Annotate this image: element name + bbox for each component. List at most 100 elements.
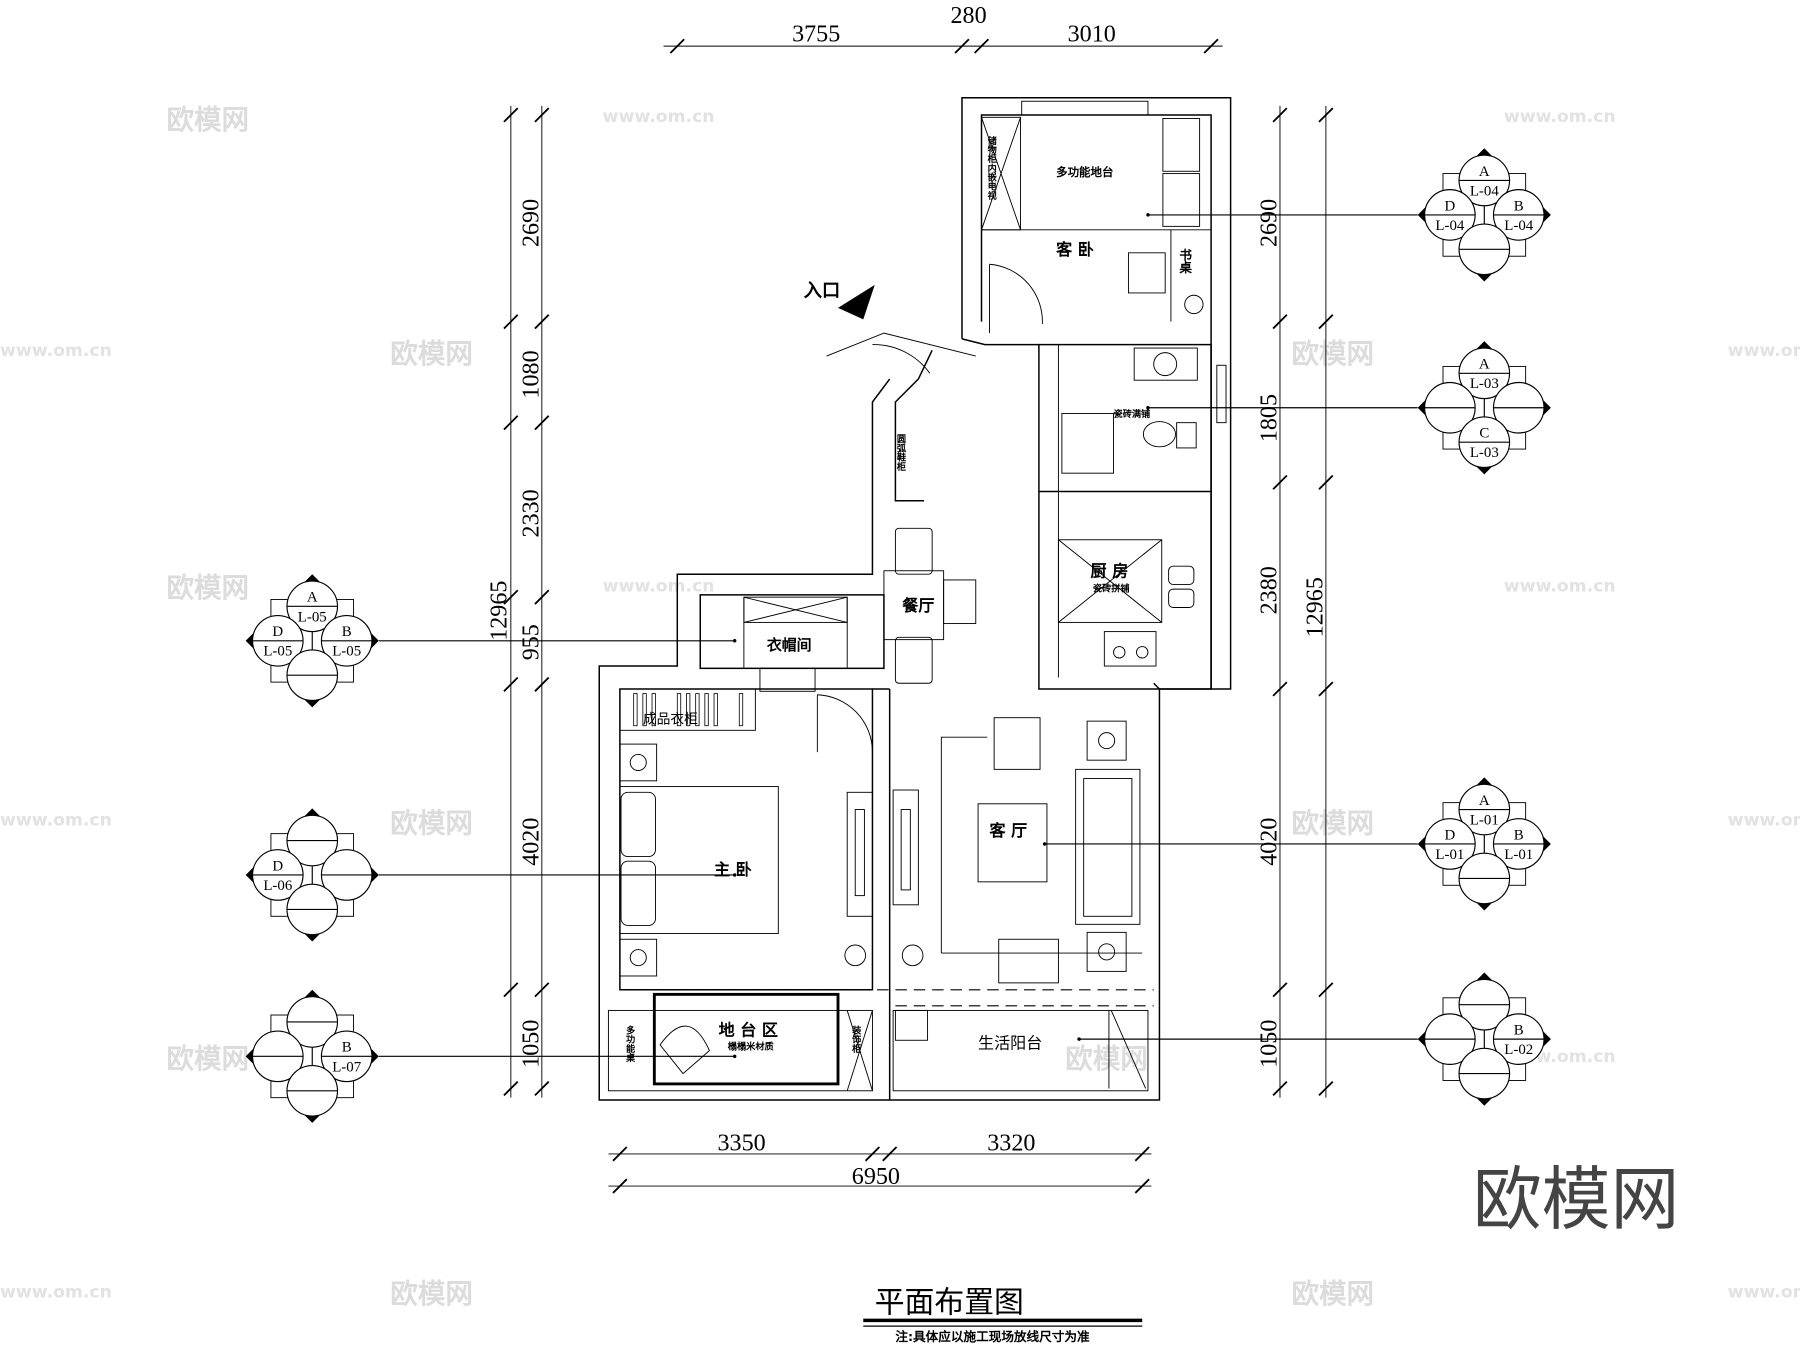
watermark-url: www.om.cn [603,107,715,127]
dim-tick [973,38,990,54]
entrance-label: 入口 [804,280,841,301]
quadrant-sheet: L-04 [1504,218,1534,234]
entrance-arrow-icon [838,284,875,320]
dim-bottom-1: 3350 [717,1130,765,1156]
quadrant-letter: A [307,590,318,606]
dim-tick [1318,982,1334,998]
quadrant-sheet: L-04 [1435,218,1465,234]
dim-tick [534,589,550,605]
quadrant-sheet: L-02 [1504,1042,1533,1058]
watermark: 欧模网 [166,1043,249,1075]
watermark: 欧模网 [166,572,249,604]
kitchen-floor-label: 瓷砖拼铺 [1093,582,1130,594]
leader-dot [1042,842,1047,846]
index-symbol-L-07: BL-07 [245,989,737,1123]
tatami-material-label: 榻榻米材质 [728,1040,774,1052]
watermark-url: www.om.cn [0,341,112,361]
dim-tick [503,107,519,123]
balcony-label: 生活阳台 [978,1033,1042,1052]
tv-cabinet-label: 储物柜内嵌电视 [985,135,998,201]
dim-tick [1272,681,1288,697]
dim-right-5: 1050 [1257,1020,1283,1068]
dim-tick [954,38,970,54]
dim-tick [503,676,519,692]
dim-tick [534,314,550,330]
hanger [704,693,709,727]
watermark-url: www.om.cn [1504,576,1616,596]
hanger [676,693,682,727]
room-labels: 入口 多功能地台 客 卧 书桌 储物柜内嵌电视 瓷砖满铺 厨 房 瓷砖拼铺 圆弧… [624,135,1193,1063]
dimension-lines: 3755 280 3010 2690 1080 2330 955 4020 10… [486,3,1334,1194]
quadrant-letter: B [1514,827,1524,843]
dim-right-2: 1805 [1257,394,1283,442]
watermark-url: www.om.cn [0,811,112,831]
master-bedroom-label: 主 卧 [714,860,752,879]
dim-tick [1318,107,1334,123]
watermark: 欧模网 [1291,807,1374,839]
dim-left-6: 1050 [518,1020,544,1068]
multi-table-label: 多功能桌 [624,1024,637,1063]
dim-right-total: 12965 [1302,577,1328,637]
dim-tick [534,1080,550,1097]
dim-tick [503,314,519,330]
guest-bedroom-label: 客 卧 [1056,240,1094,259]
dim-tick [1272,314,1288,330]
hanger [651,693,656,727]
watermark-url: www.om.cn [1504,107,1616,127]
watermark: 欧模网 [166,104,249,136]
cloakroom-label: 衣帽间 [767,636,812,654]
dim-tick [1272,474,1288,490]
leader-dot [732,873,737,877]
dim-tick [534,415,550,431]
watermark: 欧模网 [1065,1043,1148,1075]
deco-cabinet-label: 装饰柜 [850,1024,863,1053]
dim-left-4: 955 [518,624,544,660]
dim-tick [1318,474,1334,490]
dim-left-total: 12965 [486,581,512,641]
watermark-url: www.om.cn [603,576,715,596]
dim-tick [503,589,519,605]
quadrant-sheet: L-06 [263,878,293,894]
drawing-title: 平面布置图 [875,1285,1024,1320]
living-room-label: 客 厅 [990,821,1028,840]
dim-right-3: 2380 [1257,566,1283,614]
hanger [738,693,744,727]
watermark-url: www.om.cn [1728,1282,1800,1302]
dim-left-3: 2330 [518,489,544,537]
title-block: 平面布置图 注:具体应以施工现场放线尺寸为准 [863,1285,1143,1344]
hanger [713,693,718,727]
dim-tick [1318,314,1334,330]
quadrant-sheet: L-01 [1470,812,1499,828]
quadrant-letter: D [272,858,283,874]
watermark-url: www.om.cn [0,1282,112,1302]
watermark: 欧模网 [390,338,473,370]
dim-top-2: 280 [951,3,987,29]
quadrant-sheet: L-04 [1470,183,1500,199]
quadrant-sheet: L-07 [332,1059,362,1075]
dim-tick [503,1080,519,1097]
leader-dot [732,639,737,643]
dim-right-1: 2690 [1257,199,1283,247]
kitchen-label: 厨 房 [1091,561,1129,580]
quadrant-sheet: L-05 [332,644,361,660]
dim-left-2: 1080 [518,350,544,398]
dim-tick [1203,38,1219,54]
hanger [642,693,647,727]
dim-tick [534,676,550,692]
shoe-cabinet-label: 圆弧鞋柜 [895,434,908,472]
dim-tick [1272,982,1288,998]
platform-label: 多功能地台 [1056,165,1113,179]
quadrant-letter: B [342,624,352,640]
hanger [633,693,638,727]
walls [598,97,1232,1101]
quadrant-letter: A [1479,357,1490,373]
dim-tick [612,1178,628,1194]
index-symbol-L-02: BL-02 [1077,972,1551,1106]
quadrant-sheet: L-01 [1435,847,1464,863]
quadrant-letter: A [1479,164,1490,180]
drawing-note: 注:具体应以施工现场放线尺寸为准 [895,1329,1090,1344]
